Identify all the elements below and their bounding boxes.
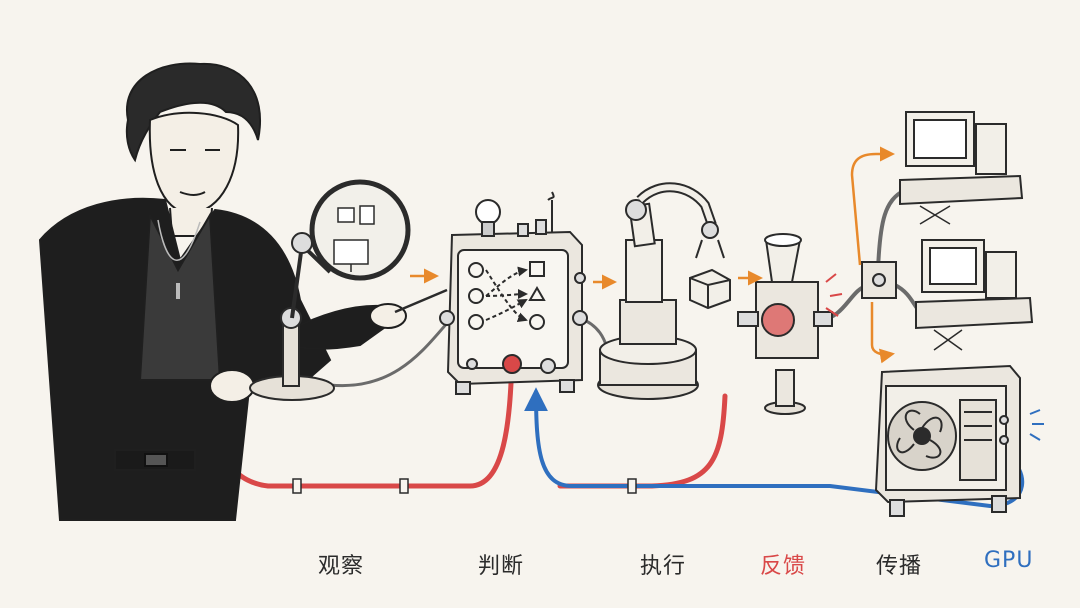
- judge-box: [439, 191, 588, 395]
- robot-arm-icon: [597, 182, 731, 400]
- flow-arrows: [410, 146, 895, 364]
- gray-cable-1: [328, 316, 454, 388]
- arrow-to-gpu: [870, 302, 895, 364]
- person: [38, 62, 448, 521]
- junction-box: [861, 261, 897, 299]
- hair: [125, 62, 261, 163]
- label-gpu: GPU: [984, 548, 1034, 573]
- label-observe: 观察: [318, 554, 365, 579]
- fan-icon: [874, 364, 1044, 517]
- monitor-icon: [899, 111, 1034, 351]
- arrow-to-top-monitor: [850, 146, 895, 266]
- label-feedback: 反馈: [760, 554, 807, 579]
- label-propagate: 传播: [876, 554, 923, 579]
- label-judge: 判断: [478, 554, 525, 579]
- lightbulb-icon: [475, 199, 501, 237]
- red-cable-2: [557, 393, 728, 489]
- speaker-icon: [737, 233, 843, 415]
- magnifier-icon: [249, 179, 411, 401]
- blue-cable: [524, 387, 1025, 509]
- label-execute: 执行: [640, 554, 687, 579]
- face: [148, 111, 240, 216]
